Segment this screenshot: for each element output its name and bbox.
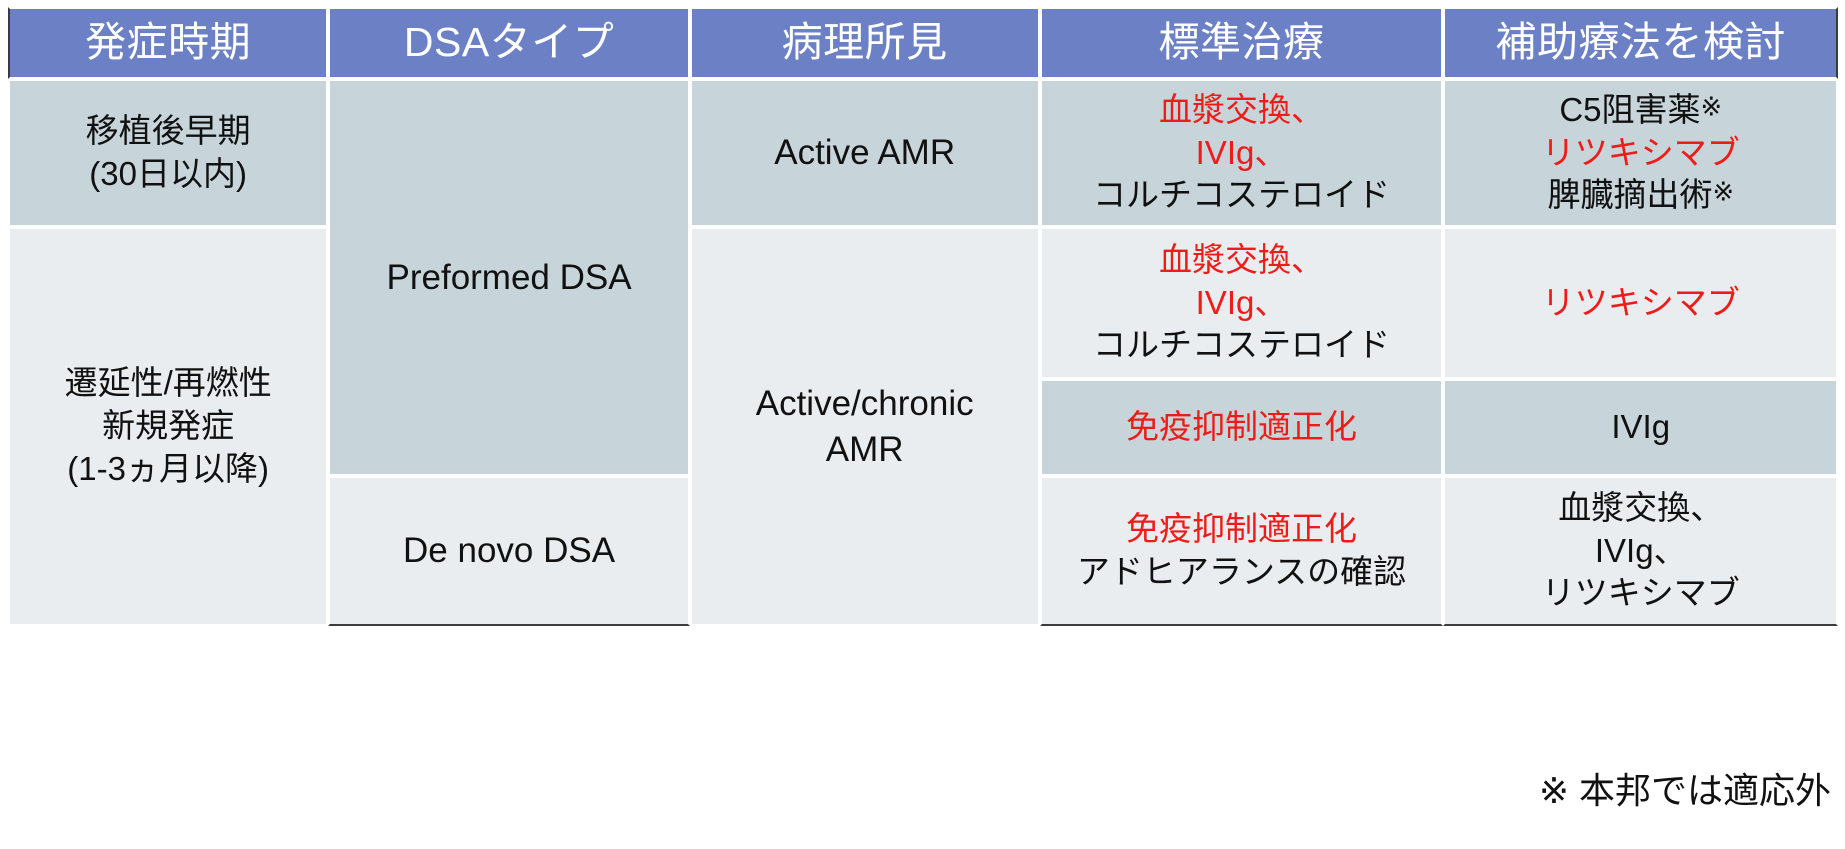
onset-early-line-1: 移植後早期 xyxy=(85,112,251,150)
cell-standard-therapy-row2: 血漿交換、 IVIg、 コルチコステロイド xyxy=(1039,227,1444,379)
std-r3-line-1: 免疫抑制適正化 xyxy=(1126,408,1357,446)
pathology-active-amr-label: Active AMR xyxy=(774,133,956,173)
std-r1-line-3: コルチコステロイド xyxy=(1093,176,1390,214)
column-header-pathology-findings: 病理所見 xyxy=(689,7,1040,79)
adj-r1-line-2: リツキシマブ xyxy=(1541,133,1740,171)
cell-standard-therapy-row3: 免疫抑制適正化 xyxy=(1039,379,1444,476)
footnote-text: ※ 本邦では適応外 xyxy=(1538,770,1831,811)
pathology-active-chronic-line-2: AMR xyxy=(825,429,904,469)
adj-r2-line-1: リツキシマブ xyxy=(1541,283,1740,321)
onset-late-line-2: 新規発症 xyxy=(102,407,235,445)
cell-standard-therapy-row4: 免疫抑制適正化 アドヒアランスの確認 xyxy=(1039,476,1444,626)
footnote-mark-icon: ※ xyxy=(1712,178,1735,207)
adj-r1-c5-inhibitor: C5阻害薬 xyxy=(1559,90,1701,128)
table-row: 免疫抑制適正化 IVIg xyxy=(8,379,1838,476)
std-r2-line-1: 血漿交換、 xyxy=(1159,240,1324,278)
adj-r1-line-1: C5阻害薬※ xyxy=(1451,89,1830,132)
onset-late-line-1: 遷延性/再燃性 xyxy=(64,364,272,402)
cell-onset-late: 遷延性/再燃性 新規発症 (1-3ヵ月以降) xyxy=(8,227,329,626)
onset-early-line-2: (30日以内) xyxy=(89,155,247,192)
std-r4-line-2: アドヒアランスの確認 xyxy=(1076,553,1407,590)
column-header-dsa-type: DSAタイプ xyxy=(328,7,690,79)
cell-adjunct-therapy-row2: リツキシマブ xyxy=(1443,227,1838,379)
table-row: De novo DSA 免疫抑制適正化 アドヒアランスの確認 血漿交換、 IVI… xyxy=(8,476,1838,626)
column-header-adjunct-therapy: 補助療法を検討 xyxy=(1443,7,1838,79)
cell-adjunct-therapy-row4: 血漿交換、 IVIg、 リツキシマブ xyxy=(1443,476,1838,626)
amr-treatment-table: 発症時期 DSAタイプ 病理所見 標準治療 補助療法を検討 移植後早期 (30日… xyxy=(8,7,1838,626)
onset-late-line-3: (1-3ヵ月以降) xyxy=(67,449,269,487)
std-r1-line-2: IVIg、 xyxy=(1195,133,1288,171)
std-r4-line-1: 免疫抑制適正化 xyxy=(1126,510,1357,548)
cell-onset-early: 移植後早期 (30日以内) xyxy=(8,79,329,227)
std-r2-line-3: コルチコステロイド xyxy=(1093,326,1390,364)
dsa-de-novo-label: De novo DSA xyxy=(403,531,616,571)
adj-r4-line-3: リツキシマブ xyxy=(1541,574,1740,612)
cell-standard-therapy-row1: 血漿交換、 IVIg、 コルチコステロイド xyxy=(1039,79,1444,227)
std-r2-line-2: IVIg、 xyxy=(1195,283,1288,321)
pathology-active-chronic-line-1: Active/chronic xyxy=(755,384,974,423)
dsa-preformed-label: Preformed DSA xyxy=(386,257,632,297)
cell-pathology-active-amr: Active AMR xyxy=(689,79,1040,227)
std-r1-line-1: 血漿交換、 xyxy=(1159,90,1324,128)
adj-r3-line-1: IVIg xyxy=(1611,408,1671,446)
adj-r4-line-1: 血漿交換、 xyxy=(1558,488,1724,526)
table-header-row: 発症時期 DSAタイプ 病理所見 標準治療 補助療法を検討 xyxy=(8,7,1838,79)
footnote-mark-icon: ※ xyxy=(1700,93,1723,121)
table-row: 移植後早期 (30日以内) Preformed DSA Active AMR 血… xyxy=(8,79,1838,476)
column-header-onset-timing: 発症時期 xyxy=(8,7,329,79)
column-header-standard-therapy: 標準治療 xyxy=(1039,7,1444,79)
adj-r1-line-3: 脾臓摘出術※ xyxy=(1451,174,1830,217)
cell-dsa-de-novo: De novo DSA xyxy=(328,476,690,626)
table-row: 遷延性/再燃性 新規発症 (1-3ヵ月以降) Active/chronic AM… xyxy=(8,227,1838,626)
adj-r4-line-2: IVIg、 xyxy=(1594,531,1687,569)
cell-dsa-preformed: Preformed DSA xyxy=(328,79,690,476)
cell-adjunct-therapy-row1: C5阻害薬※ リツキシマブ 脾臓摘出術※ xyxy=(1443,79,1838,227)
adj-r1-splenectomy: 脾臓摘出術 xyxy=(1547,176,1713,214)
cell-pathology-active-chronic-amr: Active/chronic AMR xyxy=(689,227,1040,626)
cell-adjunct-therapy-row3: IVIg xyxy=(1443,379,1838,476)
